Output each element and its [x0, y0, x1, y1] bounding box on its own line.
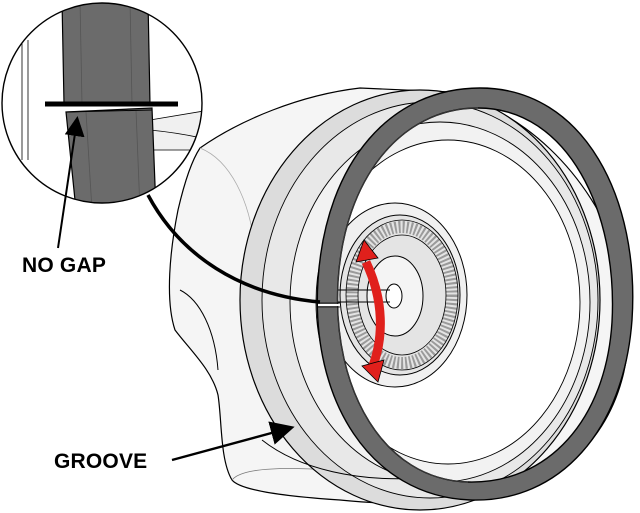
- no-gap-pointer-arrow: [57, 116, 85, 249]
- zoom-detail-circle: [1, 2, 203, 204]
- groove-label: GROOVE: [54, 450, 148, 473]
- zoom-leader-line: [146, 194, 321, 304]
- no-gap-label: NO GAP: [22, 254, 107, 277]
- groove-pointer-arrow: [171, 421, 295, 462]
- gear-assembly: [322, 202, 468, 388]
- retaining-ring: [316, 87, 634, 501]
- rotation-arrow: [355, 239, 385, 383]
